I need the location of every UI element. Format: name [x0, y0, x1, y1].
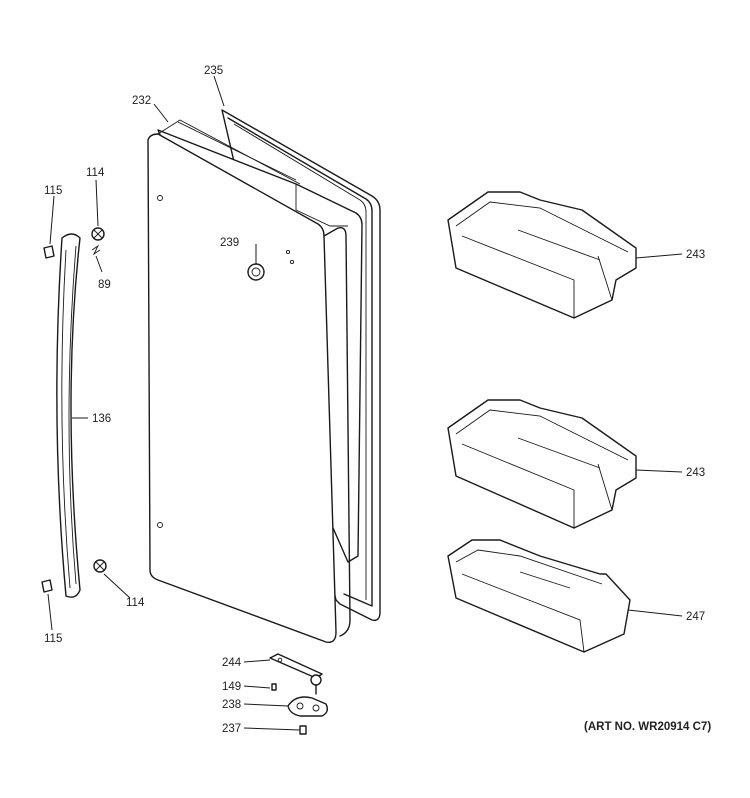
label-247: 247	[686, 611, 705, 623]
label-239: 239	[220, 237, 239, 249]
label-89: 89	[98, 279, 111, 291]
door-handle	[41, 227, 107, 598]
door-bin-top	[447, 191, 637, 319]
door-panel	[147, 119, 363, 643]
label-232: 232	[132, 95, 151, 107]
spring-89	[91, 244, 101, 256]
label-115-top: 115	[44, 185, 62, 197]
label-244: 244	[222, 657, 242, 669]
plug-115-top	[43, 245, 55, 259]
label-115-bottom: 115	[44, 633, 62, 645]
screw-114-bottom	[93, 559, 107, 573]
label-237: 237	[222, 723, 241, 735]
label-114-bottom: 114	[126, 597, 145, 609]
label-243-top: 243	[686, 249, 705, 261]
label-149: 149	[222, 681, 241, 693]
label-136: 136	[92, 413, 111, 425]
label-243-middle: 243	[686, 467, 705, 479]
door-bin-bottom	[447, 539, 631, 653]
screw-114-top	[91, 227, 105, 241]
hinge-assembly	[269, 653, 329, 735]
label-114-top: 114	[86, 167, 105, 179]
plug-115-bottom	[41, 579, 53, 593]
door-bin-middle	[447, 399, 637, 529]
label-238: 238	[222, 699, 241, 711]
label-235: 235	[204, 65, 223, 77]
leader-lines	[47, 75, 683, 731]
art-number: (ART NO. WR20914 C7)	[584, 721, 711, 733]
